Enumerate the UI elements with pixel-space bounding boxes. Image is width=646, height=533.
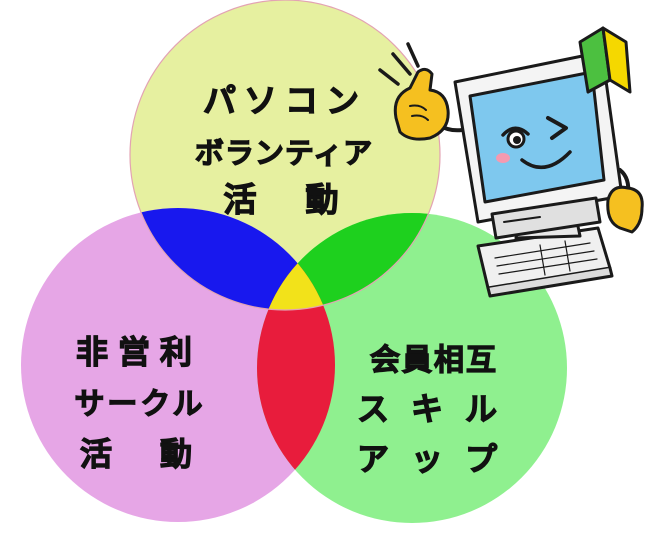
top-circle-label: パソコン ボランティア 活 動 bbox=[194, 80, 373, 219]
left-circle-label: 非営利 サークル 活 動 bbox=[74, 332, 205, 473]
right-label-line-2: スキル bbox=[357, 390, 519, 428]
glove-left bbox=[393, 67, 450, 141]
top-label-line-2: ボランティア bbox=[195, 136, 373, 170]
left-label-line-1: 非営利 bbox=[76, 333, 202, 371]
glove-right bbox=[606, 185, 644, 234]
top-label-line-3: 活 動 bbox=[224, 180, 347, 219]
top-label-line-1: パソコン bbox=[203, 81, 367, 120]
right-label-line-1: 会員相互 bbox=[370, 343, 498, 378]
overlap-top-right bbox=[257, 213, 440, 310]
right-circle-label: 会員相互 スキル アップ bbox=[356, 342, 519, 478]
beginner-mark-icon bbox=[578, 26, 632, 94]
computer-mascot-icon bbox=[378, 26, 644, 298]
screen bbox=[468, 70, 606, 204]
circle-top-border bbox=[129, 0, 441, 311]
overlap-top-left bbox=[130, 208, 335, 310]
left-label-line-3: 活 動 bbox=[80, 435, 200, 473]
right-label-line-3: アップ bbox=[357, 440, 519, 478]
left-label-line-2: サークル bbox=[74, 387, 205, 422]
